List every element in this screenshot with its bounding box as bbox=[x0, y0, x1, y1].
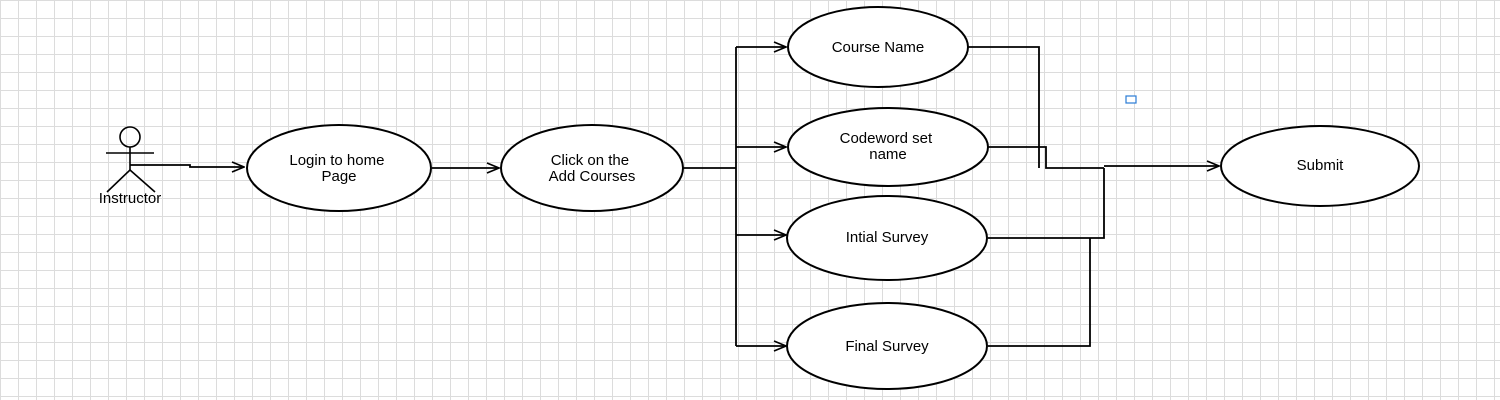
selection-handle-icon[interactable] bbox=[1125, 95, 1137, 104]
use-case-course-name[interactable]: Course Name bbox=[787, 6, 969, 88]
edges bbox=[130, 47, 1219, 346]
add-courses-line-1: Click on the bbox=[551, 152, 629, 169]
actor-label: Instructor bbox=[99, 190, 162, 207]
login-line-1: Login to home bbox=[289, 152, 384, 169]
submit-label: Submit bbox=[1297, 157, 1345, 174]
actor-right-leg bbox=[129, 169, 156, 193]
svg-text:Click on the Add Courses: Click on the Add Courses bbox=[549, 152, 636, 185]
actor-head bbox=[119, 126, 141, 148]
use-case-initial-survey[interactable]: Intial Survey bbox=[786, 195, 988, 281]
edge-course-name-to-merge bbox=[968, 46, 1040, 168]
codeword-line-2: name bbox=[869, 146, 907, 163]
use-case-final-survey[interactable]: Final Survey bbox=[786, 302, 988, 390]
codeword-line-1: Codeword set bbox=[840, 130, 933, 147]
actor-left-leg bbox=[106, 169, 131, 193]
use-case-login[interactable]: Login to home Page bbox=[246, 124, 432, 212]
svg-text:Codeword set name: Codeword set name bbox=[840, 130, 937, 163]
use-case-submit[interactable]: Submit bbox=[1220, 125, 1420, 207]
edge-final-survey-to-merge bbox=[988, 238, 1091, 347]
edge-codeword-to-merge bbox=[988, 146, 1104, 169]
actor-instructor[interactable]: Instructor bbox=[99, 126, 162, 207]
edge-actor-to-login bbox=[130, 165, 244, 167]
use-case-codeword[interactable]: Codeword set name bbox=[787, 107, 989, 187]
course-name-label: Course Name bbox=[832, 39, 925, 56]
add-courses-line-2: Add Courses bbox=[549, 168, 636, 185]
initial-survey-label: Intial Survey bbox=[846, 229, 929, 246]
final-survey-label: Final Survey bbox=[845, 338, 929, 355]
use-case-add-courses[interactable]: Click on the Add Courses bbox=[500, 124, 684, 212]
login-line-2: Page bbox=[321, 168, 356, 185]
edge-initial-survey-to-merge bbox=[988, 168, 1105, 239]
svg-text:Login to home Page: Login to home Page bbox=[289, 152, 388, 185]
